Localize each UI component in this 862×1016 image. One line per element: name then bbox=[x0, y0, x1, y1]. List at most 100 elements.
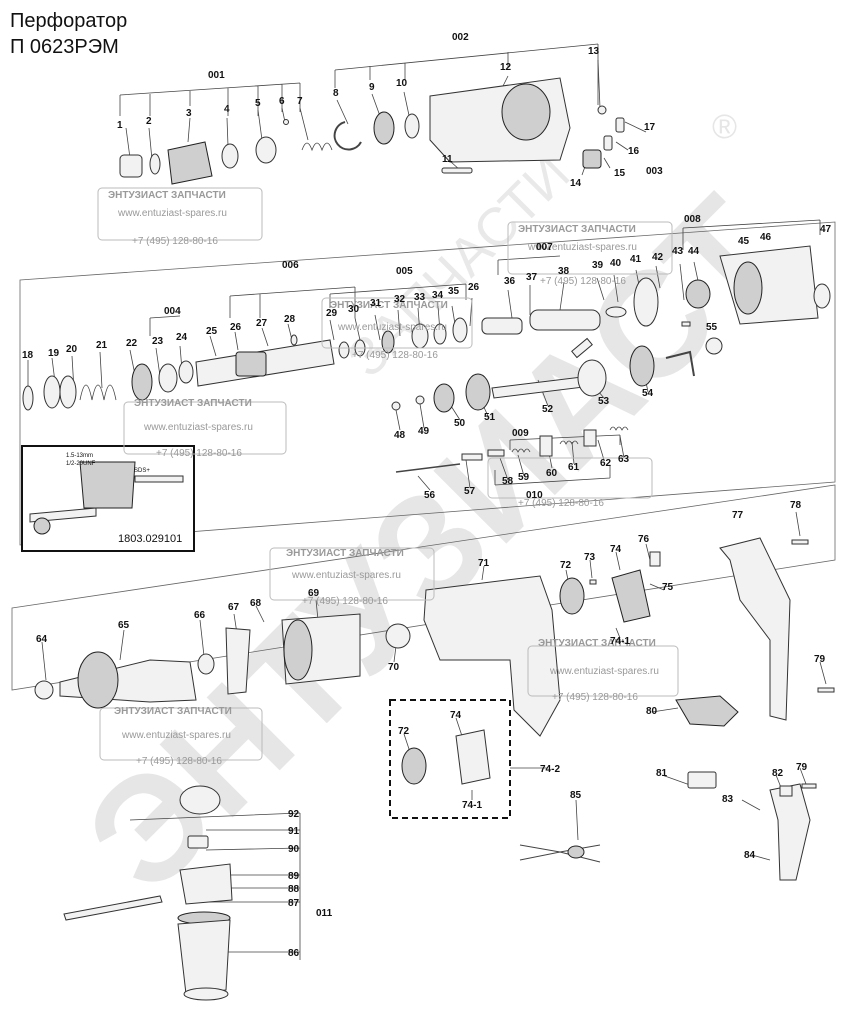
part-label: 57 bbox=[464, 486, 476, 497]
part-label: 89 bbox=[288, 871, 300, 882]
part-label: 4 bbox=[224, 104, 230, 115]
part-label: 79 bbox=[814, 654, 826, 665]
part-label: 88 bbox=[288, 884, 300, 895]
part-label: 27 bbox=[256, 318, 268, 329]
watermark-block-6: ЭНТУЗИАСТ ЗАПЧАСТИ www.entuziast-spares.… bbox=[269, 547, 435, 607]
watermark-block-5: +7 (495) 128-80-16 bbox=[487, 457, 653, 509]
part-label: 74-1 bbox=[462, 800, 482, 811]
inset-code: 1803.029101 bbox=[118, 533, 182, 545]
part-label: 70 bbox=[388, 662, 400, 673]
title-line-1: Перфоратор bbox=[10, 10, 128, 32]
watermark-phone: +7 (495) 128-80-16 bbox=[302, 596, 388, 607]
part-label: 92 bbox=[288, 809, 300, 820]
part-label: 71 bbox=[478, 558, 490, 569]
part-label: 49 bbox=[418, 426, 430, 437]
part-label: 30 bbox=[348, 304, 360, 315]
part-label: 13 bbox=[588, 46, 600, 57]
box-74-2 bbox=[389, 699, 511, 819]
part-label: 19 bbox=[48, 348, 60, 359]
part-label: 51 bbox=[484, 412, 496, 423]
group-label-007: 007 bbox=[536, 242, 553, 253]
part-label: 73 bbox=[584, 552, 596, 563]
part-label: 67 bbox=[228, 602, 240, 613]
watermark-phone: +7 (495) 128-80-16 bbox=[518, 498, 604, 509]
group-label-010: 010 bbox=[526, 490, 543, 501]
watermark-phone: +7 (495) 128-80-16 bbox=[352, 350, 438, 361]
watermark-url: www.entuziast-spares.ru bbox=[549, 666, 659, 677]
part-label: 56 bbox=[424, 490, 436, 501]
watermark-name: ЭНТУЗИАСТ ЗАПЧАСТИ bbox=[330, 300, 448, 311]
part-label: 31 bbox=[370, 298, 382, 309]
inset-spec-3: SDS+ bbox=[134, 468, 150, 474]
part-label: 76 bbox=[638, 534, 650, 545]
part-label: 24 bbox=[176, 332, 188, 343]
watermark-phone: +7 (495) 128-80-16 bbox=[136, 756, 222, 767]
part-label: 17 bbox=[644, 122, 656, 133]
part-label: 62 bbox=[600, 458, 612, 469]
watermark-url: www.entuziast-spares.ru bbox=[291, 570, 401, 581]
part-label: 43 bbox=[672, 246, 684, 257]
group-label-009: 009 bbox=[512, 428, 529, 439]
part-label: 6 bbox=[279, 96, 285, 107]
part-label: 39 bbox=[592, 260, 604, 271]
part-label: 32 bbox=[394, 294, 406, 305]
part-label: 85 bbox=[570, 790, 582, 801]
part-label: 46 bbox=[760, 232, 772, 243]
registered-mark: ® bbox=[712, 108, 737, 146]
watermark-block-7: ЭНТУЗИАСТ ЗАПЧАСТИ www.entuziast-spares.… bbox=[527, 638, 679, 703]
part-label: 44 bbox=[688, 246, 700, 257]
watermark-url: www.entuziast-spares.ru bbox=[337, 322, 447, 333]
title-line-2: П 0623РЭМ bbox=[10, 36, 119, 58]
part-label: 29 bbox=[326, 308, 338, 319]
part-label: 55 bbox=[706, 322, 718, 333]
part-label: 28 bbox=[284, 314, 296, 325]
part-label: 63 bbox=[618, 454, 630, 465]
group-label-001: 001 bbox=[208, 70, 225, 81]
part-label: 22 bbox=[126, 338, 138, 349]
frame-lower bbox=[11, 484, 836, 691]
group-label-011: 011 bbox=[316, 908, 333, 919]
part-label: 84 bbox=[744, 850, 756, 861]
part-label: 53 bbox=[598, 396, 610, 407]
watermark-url: www.entuziast-spares.ru bbox=[527, 242, 637, 253]
part-label: 77 bbox=[732, 510, 744, 521]
part-label: 40 bbox=[610, 258, 622, 269]
part-label: 60 bbox=[546, 468, 558, 479]
watermark-phone: +7 (495) 128-80-16 bbox=[132, 236, 218, 247]
part-label: 18 bbox=[22, 350, 34, 361]
part-shapes bbox=[21, 77, 835, 1001]
part-label: 78 bbox=[790, 500, 802, 511]
part-label: 2 bbox=[146, 116, 152, 127]
watermark-url: www.entuziast-spares.ru bbox=[117, 208, 227, 219]
part-label: 5 bbox=[255, 98, 261, 109]
part-label: 26 bbox=[468, 282, 480, 293]
watermark-block-2: ЭНТУЗИАСТ ЗАПЧАСТИ www.entuziast-spares.… bbox=[507, 221, 673, 287]
part-label: 61 bbox=[568, 462, 580, 473]
inset-spec-2: 1/2-20UNF bbox=[66, 461, 96, 467]
part-label: 72 bbox=[398, 726, 410, 737]
watermark-block-3: ЭНТУЗИАСТ ЗАПЧАСТИ www.entuziast-spares.… bbox=[321, 297, 473, 361]
part-label: 9 bbox=[369, 82, 375, 93]
part-label: 25 bbox=[206, 326, 218, 337]
part-label: 90 bbox=[288, 844, 300, 855]
watermark-name: ЭНТУЗИАСТ ЗАПЧАСТИ bbox=[108, 190, 226, 201]
part-label: 64 bbox=[36, 634, 48, 645]
part-label: 11 bbox=[442, 154, 453, 165]
watermark-block-1: ЭНТУЗИАСТ ЗАПЧАСТИ www.entuziast-spares.… bbox=[97, 187, 263, 247]
part-label: 14 bbox=[570, 178, 582, 189]
part-label: 3 bbox=[186, 108, 192, 119]
watermark-name: ЭНТУЗИАСТ ЗАПЧАСТИ bbox=[286, 548, 404, 559]
part-label: 21 bbox=[96, 340, 108, 351]
watermark-name: ЭНТУЗИАСТ ЗАПЧАСТИ bbox=[114, 706, 232, 717]
part-label: 42 bbox=[652, 252, 664, 263]
part-label: 1 bbox=[117, 120, 123, 131]
part-label: 26 bbox=[230, 322, 242, 333]
group-labels: 001 002 003 004 005 006 007 008 009 010 … bbox=[164, 32, 701, 919]
part-label: 7 bbox=[297, 96, 303, 107]
part-label: 33 bbox=[414, 292, 426, 303]
part-label: 87 bbox=[288, 898, 300, 909]
part-label: 23 bbox=[152, 336, 164, 347]
watermark-phone: +7 (495) 128-80-16 bbox=[552, 692, 638, 703]
part-label: 91 bbox=[288, 826, 300, 837]
